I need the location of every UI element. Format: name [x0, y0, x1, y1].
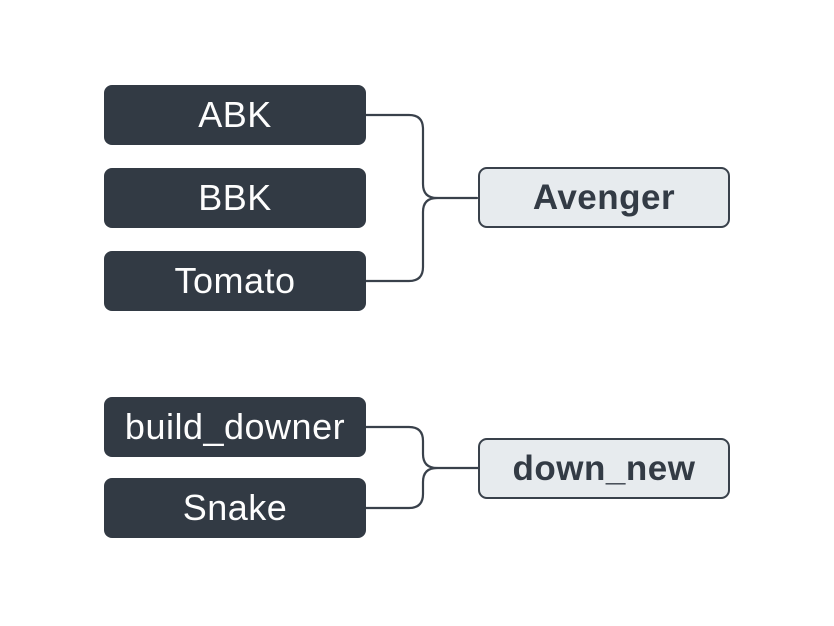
- node-build-downer[interactable]: build_downer: [104, 397, 366, 457]
- node-abk-label: ABK: [198, 94, 272, 135]
- node-down-new-label: down_new: [512, 448, 696, 488]
- node-snake-label: Snake: [182, 487, 288, 528]
- node-avenger-label: Avenger: [532, 177, 676, 217]
- node-abk[interactable]: ABK: [104, 85, 366, 145]
- node-down-new[interactable]: down_new: [478, 438, 730, 499]
- node-bbk-label: BBK: [198, 177, 272, 218]
- node-snake[interactable]: Snake: [104, 478, 366, 538]
- node-bbk[interactable]: BBK: [104, 168, 366, 228]
- node-tomato[interactable]: Tomato: [104, 251, 366, 311]
- brace-connector-group2: [364, 425, 439, 510]
- node-avenger[interactable]: Avenger: [478, 167, 730, 228]
- brace-connector-group1: [364, 113, 439, 283]
- node-tomato-label: Tomato: [174, 260, 296, 301]
- node-build-downer-label: build_downer: [124, 406, 346, 447]
